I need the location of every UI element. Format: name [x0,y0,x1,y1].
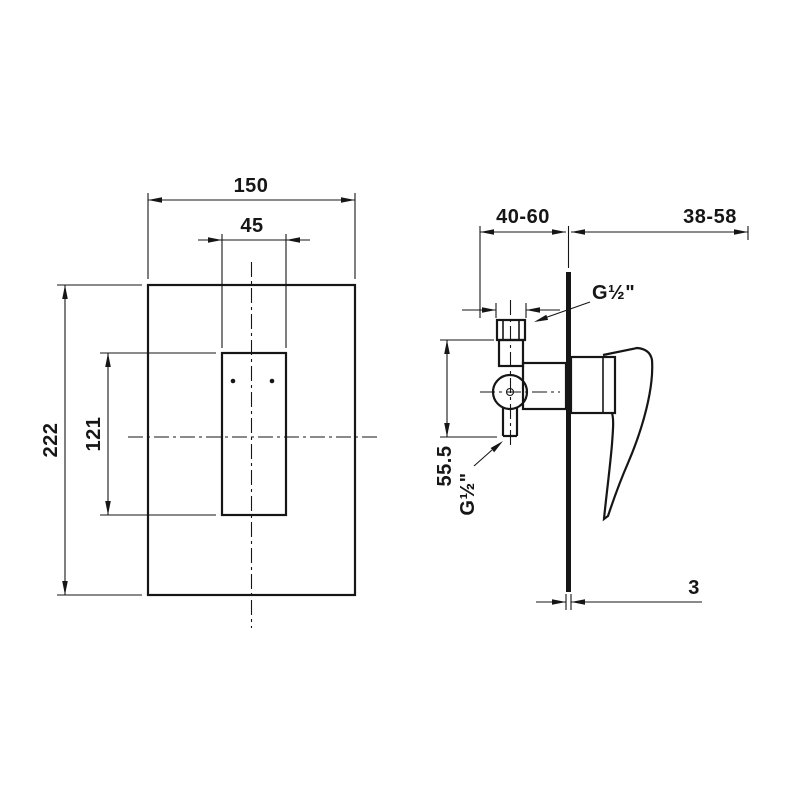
inlet-elbow-outline [497,338,525,368]
dim-inlet-height-label: 55.5 [434,446,456,487]
dim-cutout-height-label: 121 [83,417,105,452]
dim-cutout-height: 121 [83,352,216,516]
dim-depth-back: 38-58 [571,206,749,240]
dim-plate-thickness: 3 [536,577,702,610]
dim-plate-height: 222 [40,284,142,596]
dim-inlet-nut-width [462,303,560,318]
valve-housing-outline [521,361,568,411]
dim-plate-height-label: 222 [40,423,62,458]
valve-body-circle [491,373,529,411]
dim-plate-width: 150 [147,175,356,279]
dim-cutout-width-label: 45 [240,215,263,237]
thread-top-label: G½" [592,282,635,304]
valve-center-detail [505,387,515,397]
thread-bottom-label: G½" [457,472,479,515]
handle-lever-outline [602,346,654,522]
thread-bottom-callout: G½" [457,441,503,516]
dim-inlet-height: 55.5 [434,339,497,487]
front-view-drawing: 150 45 222 121 [40,175,380,628]
dim-depth-front-label: 40-60 [496,206,550,228]
side-view-drawing: 40-60 38-58 G½" [434,206,749,610]
mixer-body-outline [569,355,617,415]
dim-depth-back-label: 38-58 [683,206,737,228]
front-cutout-outline [220,351,288,517]
wall-plate [566,272,571,592]
cutout-screw-dot-right [269,378,275,384]
dim-cutout-width: 45 [198,215,310,348]
dim-depth-front: 40-60 [479,206,566,318]
front-plate-outline [146,283,357,597]
dim-plate-thickness-label: 3 [688,577,700,599]
cutout-screw-dot-left [230,378,236,384]
dim-plate-width-label: 150 [234,175,269,197]
thread-top-callout: G½" [534,282,635,322]
